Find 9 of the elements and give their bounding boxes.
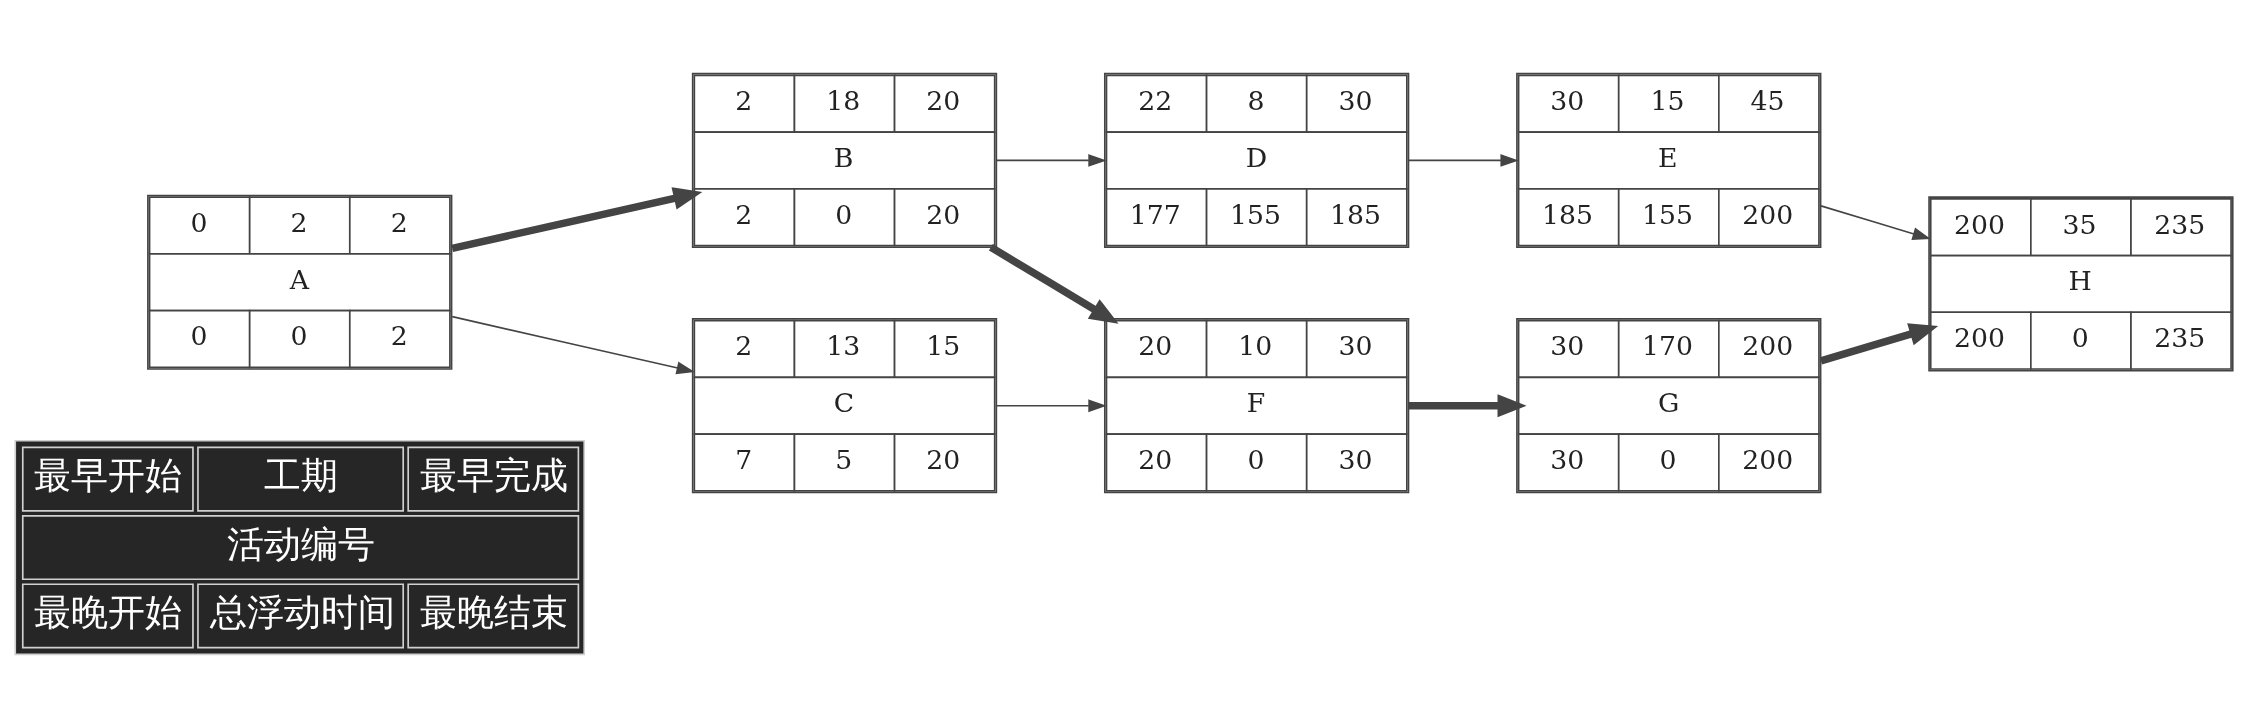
arrow	[1407, 153, 1519, 167]
arrow	[988, 243, 1119, 324]
arrow	[1819, 322, 1939, 364]
arrow	[1408, 393, 1527, 417]
arrow	[451, 315, 695, 374]
arrow	[451, 186, 703, 252]
arrow	[1820, 204, 1931, 240]
arrow	[995, 153, 1107, 167]
arrow	[995, 398, 1107, 412]
